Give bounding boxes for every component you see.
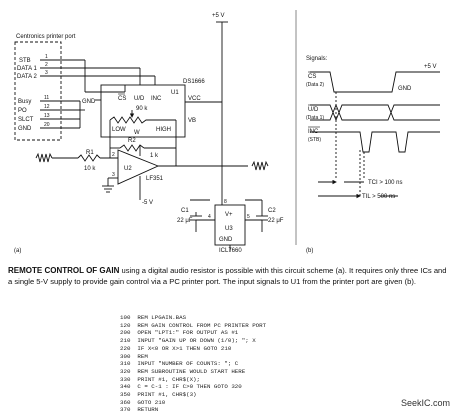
port-title: Centronics printer port bbox=[16, 34, 76, 40]
timing-title: Signals: bbox=[306, 56, 328, 62]
u1-ref: U1 bbox=[171, 90, 179, 96]
code-line: 310 INPUT "NUMBER OF COUNTS: "; C bbox=[120, 360, 239, 368]
signal-name-ud: U/D bbox=[308, 107, 319, 113]
code-line: 220 IF X<0 OR X>1 THEN GOTO 210 bbox=[120, 344, 232, 352]
port-pin-po: PO bbox=[18, 108, 27, 114]
r2-value: 1 k bbox=[150, 153, 159, 159]
u1-w: W bbox=[134, 130, 140, 136]
u1-gnd: GND bbox=[82, 99, 96, 105]
port-pin-num: 11 bbox=[44, 95, 49, 101]
u1-high: HIGH bbox=[156, 127, 171, 133]
code-line: 320 REM SUBROUTINE WOULD START HERE bbox=[120, 367, 246, 375]
signal-name-cs: CS bbox=[308, 74, 316, 80]
figure-label-b: (b) bbox=[306, 248, 313, 254]
u1-cs: CS bbox=[118, 96, 126, 102]
pin-num: 2 bbox=[112, 152, 115, 158]
port-pin-busy: Busy bbox=[18, 99, 31, 105]
u3-vplus: V+ bbox=[225, 212, 233, 218]
timing-tci: TCI > 100 ns bbox=[368, 180, 403, 186]
u2-part: LF351 bbox=[146, 176, 164, 182]
pin-num: 8 bbox=[224, 199, 227, 205]
r2-ref: R2 bbox=[128, 138, 136, 144]
u1-vb: VB bbox=[188, 118, 196, 124]
r1-value: 10 k bbox=[84, 166, 96, 172]
u1-vcc: VCC bbox=[188, 96, 201, 102]
neg-supply-label: -5 V bbox=[142, 200, 153, 206]
u2-ref: U2 bbox=[124, 166, 132, 172]
u3-ref: U3 bbox=[225, 226, 233, 232]
signal-sub-ud: (Data 1) bbox=[306, 115, 324, 121]
code-line: 340 C = C-1 : IF C>0 THEN GOTO 320 bbox=[120, 383, 242, 391]
u1-ud: U/D bbox=[134, 96, 145, 102]
basic-listing: 100 REM LPGAIN.BAS 120 REM GAIN CONTROL … bbox=[120, 314, 266, 414]
schematic-diagram: +5 V Centronics printer port STB DATA 1 … bbox=[14, 10, 440, 254]
u1-low: LOW bbox=[112, 127, 126, 133]
u1-inc: INC bbox=[151, 96, 162, 102]
code-line: 370 RETURN bbox=[120, 406, 159, 414]
port-pin-num: 12 bbox=[44, 104, 50, 110]
signal-sub-inc: (STB) bbox=[308, 137, 321, 143]
code-line: 350 PRINT #1, CHR$(3) bbox=[120, 391, 197, 399]
port-pin-gnd: GND bbox=[18, 126, 32, 132]
port-pin-num: 3 bbox=[45, 70, 48, 76]
signal-sub-cs: (Data 2) bbox=[306, 82, 324, 88]
pin-num: 3 bbox=[112, 172, 115, 178]
port-pin-num: 20 bbox=[44, 122, 50, 128]
port-pin-num: 13 bbox=[44, 113, 50, 119]
port-pin-num: 1 bbox=[45, 54, 48, 60]
port-pin-slct: SLCT bbox=[18, 117, 34, 123]
port-pin-stb: STB bbox=[19, 58, 31, 64]
caption-body: using a digital audio resistor is possib… bbox=[8, 266, 447, 286]
c1-ref: C1 bbox=[181, 208, 189, 214]
code-line: 360 GOTO 210 bbox=[120, 398, 166, 406]
code-line: 120 REM GAIN CONTROL FROM PC PRINTER POR… bbox=[120, 321, 267, 329]
figure-caption: REMOTE CONTROL OF GAIN using a digital a… bbox=[8, 266, 452, 287]
u3-part: ICL7660 bbox=[219, 248, 242, 254]
port-pin-data1: DATA 1 bbox=[17, 66, 37, 72]
c2-value: 22 μF bbox=[268, 218, 284, 224]
timing-supply: +5 V bbox=[424, 64, 437, 70]
port-pin-data2: DATA 2 bbox=[17, 74, 37, 80]
port-pin-num: 2 bbox=[45, 62, 48, 68]
c2-ref: C2 bbox=[268, 208, 276, 214]
code-line: 210 INPUT "GAIN UP OR DOWN (1/0); "; X bbox=[120, 337, 256, 345]
supply-label-top: +5 V bbox=[212, 13, 225, 19]
pin-num: 5 bbox=[247, 214, 250, 220]
caption-title: REMOTE CONTROL OF GAIN bbox=[8, 266, 120, 275]
code-line: 300 REM bbox=[120, 352, 148, 360]
u1-part: DS1666 bbox=[183, 79, 205, 85]
r1-ref: R1 bbox=[86, 150, 94, 156]
code-line: 100 REM LPGAIN.BAS bbox=[120, 314, 187, 321]
code-line: 330 PRINT #1, CHR$(X); bbox=[120, 375, 201, 383]
code-line: 200 OPEN "LPT1:" FOR OUTPUT AS #1 bbox=[120, 329, 239, 337]
watermark: SeekIC.com bbox=[400, 398, 450, 408]
signal-name-inc: INC bbox=[308, 129, 319, 135]
u1-resistance: 90 k bbox=[136, 106, 148, 112]
timing-til: TIL > 500 ns bbox=[362, 194, 395, 200]
c1-value: 22 μF bbox=[177, 218, 193, 224]
figure-label-a: (a) bbox=[14, 248, 21, 254]
timing-gnd: GND bbox=[398, 86, 412, 92]
u3-gnd: GND bbox=[219, 237, 233, 243]
pin-num: 4 bbox=[208, 214, 211, 220]
